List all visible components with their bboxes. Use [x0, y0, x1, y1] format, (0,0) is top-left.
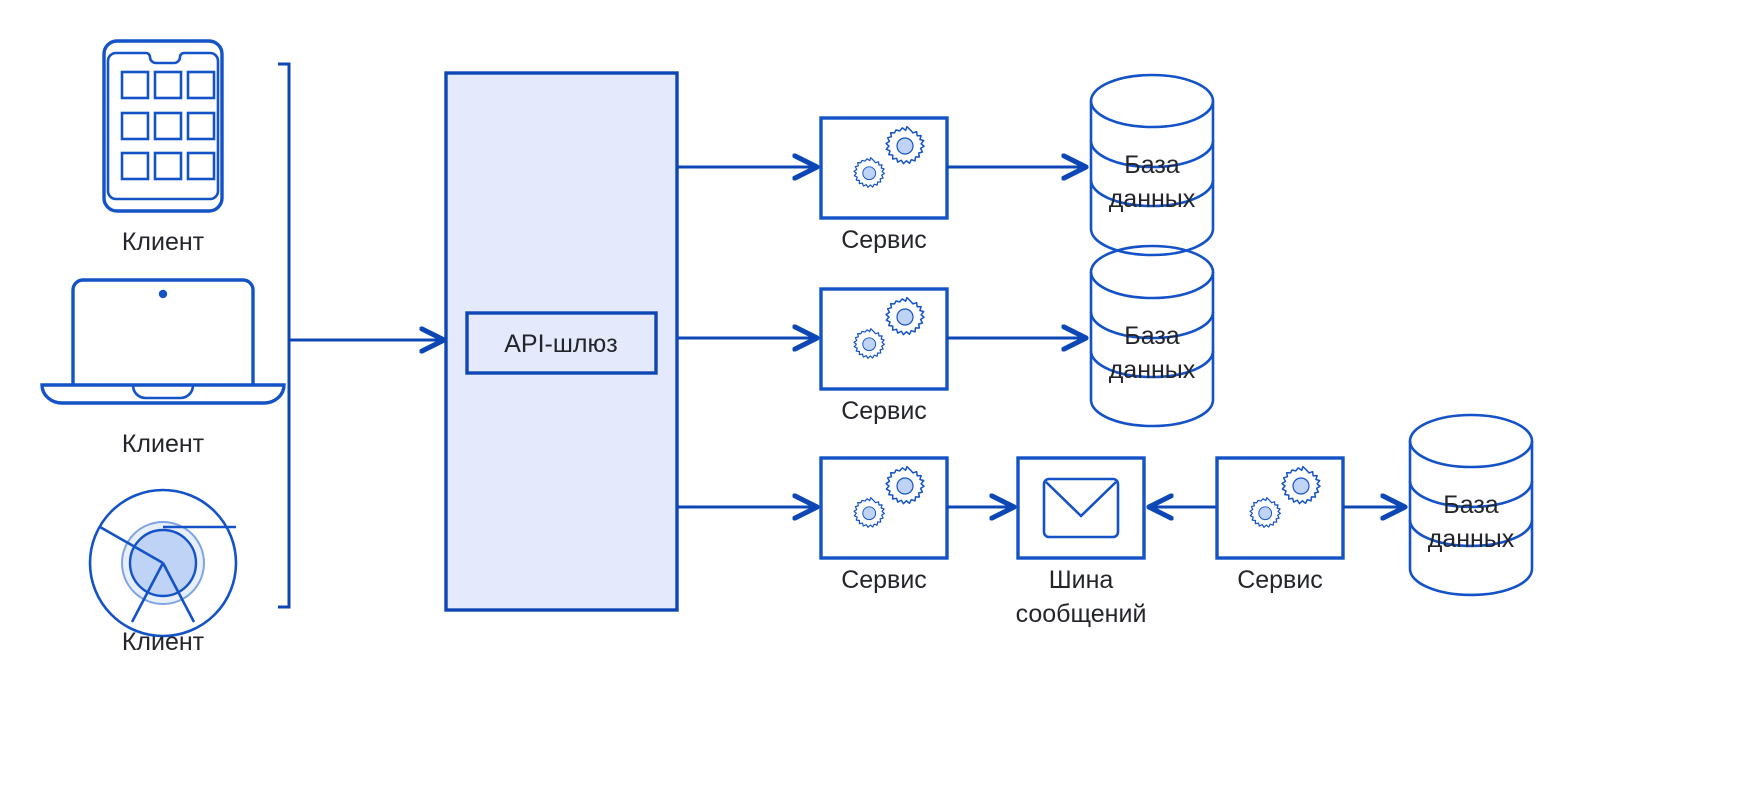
browser-icon	[88, 488, 238, 638]
service-1[interactable]: Сервис	[819, 116, 949, 254]
client-mobile-label: Клиент	[122, 228, 205, 256]
gears-icon-secondary	[1281, 465, 1321, 505]
envelope-icon	[1042, 477, 1120, 539]
message-bus-line1: Шина	[1049, 566, 1114, 594]
service-4[interactable]: Сервис	[1215, 456, 1345, 594]
database-cylinder-icon	[1089, 244, 1215, 428]
mobile-phone-icon	[102, 39, 224, 213]
database-3-line2: данных	[1428, 525, 1515, 553]
service-3[interactable]: Сервис	[819, 456, 949, 594]
client-laptop[interactable]: Клиент	[40, 278, 286, 458]
api-gateway-inner-box	[465, 311, 658, 375]
laptop-icon	[40, 278, 286, 405]
api-gateway-label: API-шлюз	[504, 330, 617, 358]
database-1-line2: данных	[1109, 185, 1196, 213]
api-gateway[interactable]: API-шлюз	[444, 71, 679, 612]
client-browser-label: Клиент	[122, 628, 205, 656]
message-bus[interactable]: Шина сообщений	[1016, 456, 1147, 628]
database-2-line1: База	[1124, 322, 1179, 350]
gears-icon-secondary	[885, 465, 925, 505]
client-laptop-label: Клиент	[122, 430, 205, 458]
database-cylinder-icon	[1089, 73, 1215, 257]
gears-icon	[853, 328, 886, 359]
client-browser[interactable]: Клиент	[88, 488, 238, 656]
database-3[interactable]: База данных	[1408, 413, 1534, 597]
database-cylinder-icon	[1408, 413, 1534, 597]
database-3-line1: База	[1443, 491, 1498, 519]
gears-icon-secondary	[885, 296, 925, 336]
service-2-label: Сервис	[841, 397, 927, 425]
service-4-label: Сервис	[1237, 566, 1323, 594]
database-1[interactable]: База данных	[1089, 73, 1215, 257]
message-bus-line2: сообщений	[1016, 600, 1147, 628]
gears-icon-secondary	[885, 125, 925, 165]
database-2-line2: данных	[1109, 356, 1196, 384]
gears-icon	[853, 497, 886, 528]
service-1-label: Сервис	[841, 226, 927, 254]
service-2[interactable]: Сервис	[819, 287, 949, 425]
gears-icon	[853, 157, 886, 188]
database-2[interactable]: База данных	[1089, 244, 1215, 428]
gears-icon	[1249, 497, 1282, 528]
service-3-label: Сервис	[841, 566, 927, 594]
database-1-line1: База	[1124, 151, 1179, 179]
client-mobile[interactable]: Клиент	[102, 39, 224, 256]
clients-bracket	[278, 62, 291, 609]
